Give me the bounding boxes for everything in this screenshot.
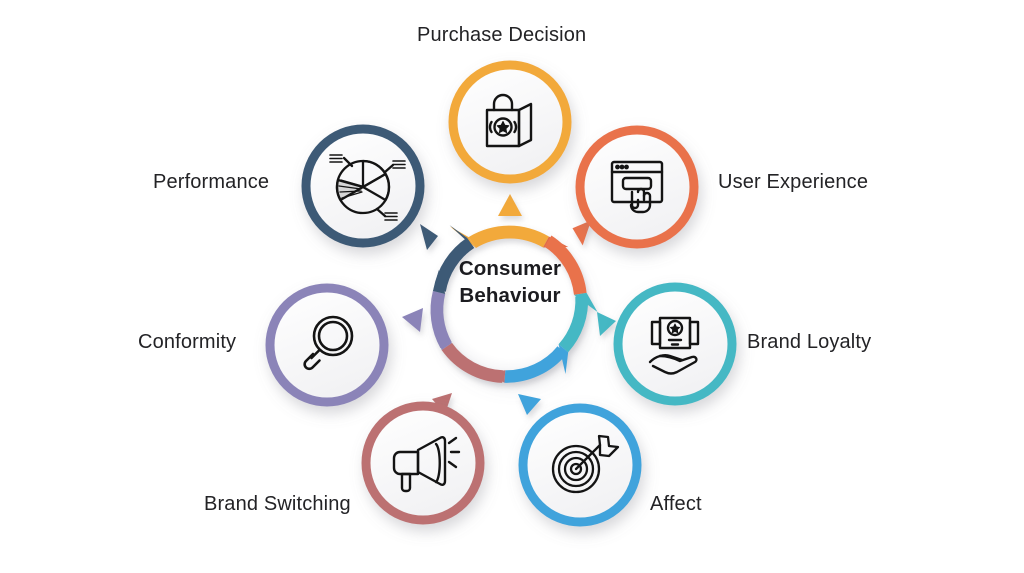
pointer-arrows [402,194,616,415]
pointer-arrow-purchase-decision [498,194,522,216]
pointer-arrow-brand-switching [432,393,452,414]
node-label-brand-loyalty: Brand Loyalty [747,331,872,353]
node-conformity[interactable] [265,283,389,407]
node-label-brand-switching: Brand Switching [204,493,351,515]
node-label-purchase-decision: Purchase Decision [417,24,587,46]
hub-disc [438,233,582,377]
pointer-arrow-conformity [402,308,423,332]
node-label-conformity: Conformity [138,331,237,353]
browser-click-icon [610,160,664,214]
node-ring-user-experience[interactable] [575,125,699,249]
node-performance[interactable] [301,124,425,248]
ring-segments [430,225,598,383]
pointer-arrow-affect [518,394,541,415]
certificate-hand-icon [648,316,700,375]
ring-segment-performance [433,225,475,292]
node-brand-loyalty[interactable] [613,282,737,406]
node-user-experience[interactable] [575,125,699,249]
node-brand-switching[interactable] [361,401,485,525]
pie-chart-icon [329,154,406,221]
pointer-arrow-user-experience [572,220,592,246]
megaphone-icon [392,436,461,493]
pointer-arrow-brand-loyalty [597,312,616,336]
pointer-arrow-performance [420,224,438,250]
shopping-bag-icon [485,93,533,148]
node-affect[interactable] [518,403,642,527]
node-ring-brand-switching[interactable] [361,401,485,525]
node-label-affect: Affect [650,493,702,515]
node-ring-conformity[interactable] [265,283,389,407]
node-purchase-decision[interactable] [448,60,572,184]
node-label-performance: Performance [153,171,270,193]
node-label-user-experience: User Experience [718,171,869,193]
target-arrow-icon [551,434,620,494]
hub-group [438,233,582,377]
magnifier-icon [303,315,354,371]
